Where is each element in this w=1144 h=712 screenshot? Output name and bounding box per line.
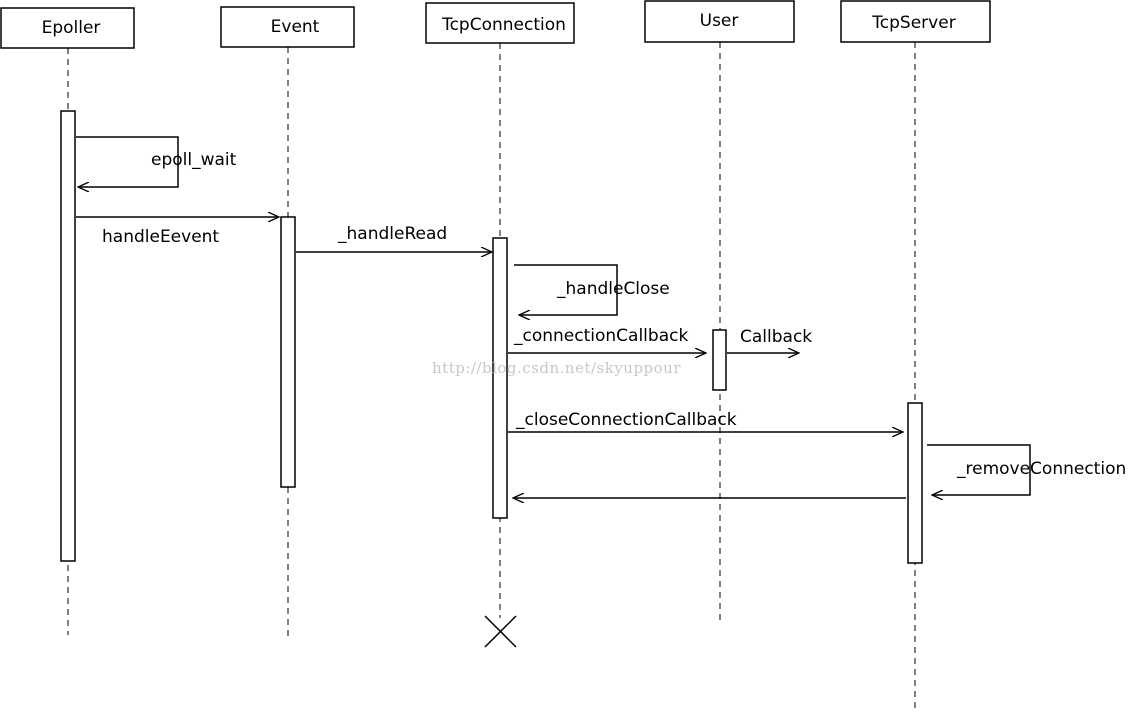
watermark: http://blog.csdn.net/skyuppour <box>432 359 681 377</box>
destroy-x-icon <box>484 615 517 648</box>
activation-tcpconnection <box>492 237 508 519</box>
message-label-handle-event: handleEevent <box>102 227 219 247</box>
activation-user <box>712 329 727 391</box>
participant-event: Event <box>220 6 355 48</box>
participant-epoller: Epoller <box>0 7 135 49</box>
message-label-remove-connection: _removeConnection <box>956 459 1126 479</box>
participant-tcpconnection: TcpConnection <box>425 2 575 44</box>
message-label-close-connection-callback: _closeConnectionCallback <box>515 410 737 430</box>
activation-event <box>280 216 296 488</box>
participant-label: Epoller <box>42 18 101 38</box>
message-arrow-epoll-wait <box>76 136 179 187</box>
message-arrow-handle-close <box>514 264 618 315</box>
participant-user: User <box>644 0 795 43</box>
message-arrow-remove-connection <box>927 444 1031 495</box>
message-label-handle-read: _handleRead <box>337 224 447 244</box>
participant-label: TcpConnection <box>441 15 566 35</box>
activation-epoller <box>60 110 76 562</box>
participant-tcpserver: TcpServer <box>840 0 991 43</box>
message-label-epoll-wait: epoll_wait <box>151 150 237 170</box>
participant-label: TcpServer <box>871 13 955 33</box>
message-label-connection-callback: _connectionCallback <box>513 326 688 346</box>
message-label-callback: Callback <box>740 327 812 347</box>
activation-tcpserver <box>907 402 923 564</box>
message-label-handle-close: _handleClose <box>556 279 670 299</box>
participant-label: Event <box>271 17 320 37</box>
participant-label: User <box>700 11 739 31</box>
